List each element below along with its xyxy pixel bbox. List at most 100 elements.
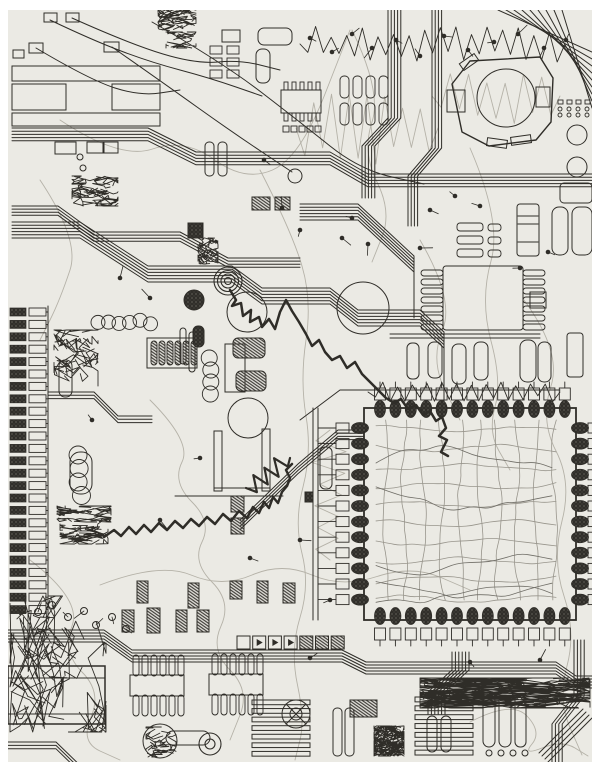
via-dot [327,597,333,603]
crystal-frame [451,56,554,147]
button-row [283,635,298,650]
via-dot [545,249,551,255]
spiral-inductor [216,269,240,293]
chip-pads-right [571,500,589,512]
chip-pads-right [571,578,589,590]
edge-connector [9,382,27,391]
button-row [236,635,251,650]
dark-pads-and-scribbles [9,10,592,758]
button-row [252,635,267,650]
wavy-grid [382,419,389,601]
wavy-grid [375,594,557,603]
resistor-array [352,75,363,99]
wavy-grid [375,581,553,599]
button-row [299,635,314,650]
edge-connector [9,357,27,366]
chip-pads-right [571,593,589,606]
via-dot [467,659,473,665]
edge-connector [9,555,27,565]
via-dot [417,245,423,251]
scribble [157,10,197,31]
play-triangle-icon [272,639,279,646]
wavy-grid [551,419,558,601]
chip-pads-bottom [497,607,510,625]
wavy-grid [513,419,521,601]
scribble [56,505,112,523]
edge-connector [9,580,27,590]
via-dot [80,607,88,615]
chip-pads-top [466,400,479,418]
dip-large [8,665,106,725]
wavy-grid [375,585,553,604]
scribble [197,237,219,265]
chip-pads-top [374,400,386,418]
chip-pads-top [389,400,402,418]
via-dot [452,193,458,199]
chip-pads-top [543,400,556,418]
via-dot [393,37,399,43]
chip-pads-bottom [543,607,556,625]
scribble [71,175,119,207]
via-dot [537,657,543,663]
scribble [165,31,197,49]
via-dot [307,35,313,41]
wavy-grid [400,419,408,601]
via-dot [541,45,547,51]
chip-pads-bottom [512,607,525,625]
wavy-grid [375,575,557,585]
chip-pads-top [451,400,463,418]
edge-connector [9,506,27,515]
edge-connector [9,307,27,317]
play-triangle-icon [288,639,295,646]
ink-traces-and-components [8,10,592,762]
via-dot [465,47,471,53]
crystal-oscillator [476,68,536,128]
chip-pads-right [571,546,589,559]
chip-pads-top [420,400,433,418]
via-dot [491,39,497,45]
wavy-grid [375,425,557,433]
thick-jagged-trace [228,288,450,458]
button-row [315,635,329,650]
heatsink [251,699,311,706]
via-dot [279,205,285,211]
edge-connector [9,543,27,552]
chip-pads-top [481,400,494,418]
wavy-grid [532,419,540,601]
chip-pads-bottom [528,607,540,625]
edge-connector [9,530,27,540]
via-dot [147,295,153,301]
noise-band [419,677,591,709]
edge-connector [9,332,27,342]
via-dot [247,555,253,561]
via-dot [117,275,123,281]
via-dot [261,157,267,163]
edge-connector [9,568,27,577]
ground-plane [11,65,161,82]
via-dot [92,621,100,629]
chip-pads-left [351,422,369,434]
edge-connector [9,456,27,466]
button-row [267,635,282,650]
play-triangle-icon [256,639,263,646]
edge-connector [9,344,27,354]
chip-pads-left [351,562,369,575]
via-dot [517,265,523,271]
heatsink [251,733,311,740]
chip-pads-left [351,437,369,450]
edge-connector [9,444,27,453]
edge-connector [9,493,27,503]
chip-pads-left [351,578,369,590]
chip-pads-top [497,400,510,418]
via-dot [329,49,335,55]
via-dot [563,37,569,43]
chip-pads-left [351,484,369,497]
heatsink [251,750,311,757]
chip-pads-top [512,400,525,418]
scribble [53,329,99,387]
scribble [9,595,107,733]
resistor-array [365,75,376,99]
via-dot [477,203,483,209]
edge-connector [9,369,27,379]
